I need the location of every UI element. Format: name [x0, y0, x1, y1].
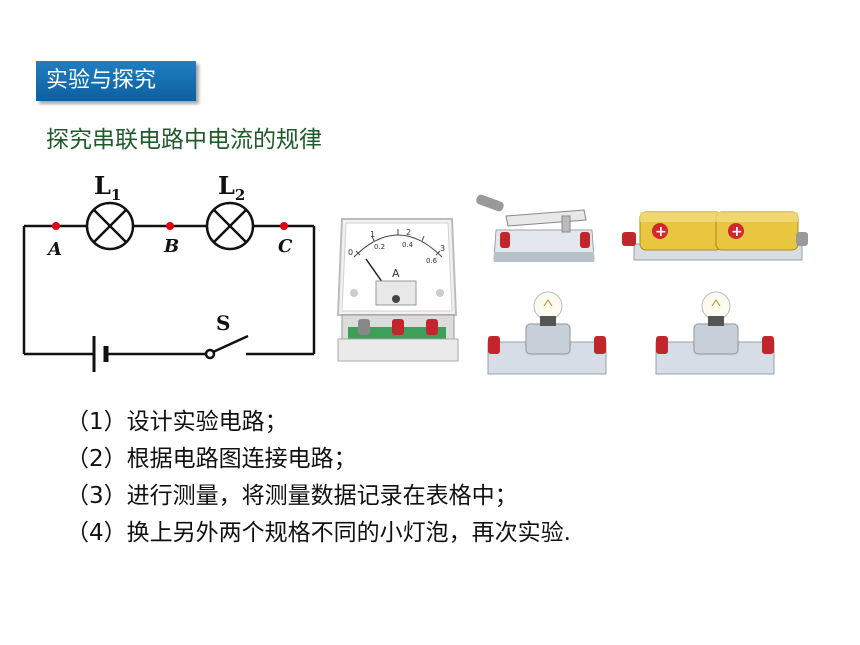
- step-item: （1）设计实验电路；: [66, 409, 288, 435]
- svg-text:+: +: [655, 224, 667, 240]
- svg-text:0.6: 0.6: [426, 257, 438, 265]
- step-item: （2）根据电路图连接电路；: [66, 446, 357, 472]
- svg-text:0.4: 0.4: [402, 241, 414, 249]
- point-b-dot: [166, 222, 174, 230]
- point-a-dot: [52, 222, 60, 230]
- svg-text:1: 1: [370, 230, 375, 239]
- step-item: （4）换上另外两个规格不同的小灯泡，再次实验.: [66, 520, 571, 546]
- battery-holder-image: + +: [622, 211, 808, 261]
- point-a-label: A: [46, 239, 62, 260]
- experiment-title: 探究串联电路中电流的规律: [46, 127, 322, 153]
- lamp-l1-label: L1: [94, 171, 121, 204]
- switch-label: S: [216, 311, 230, 335]
- knife-switch-image: [476, 194, 595, 262]
- svg-text:0.2: 0.2: [374, 243, 385, 251]
- lamp-l2-symbol: [205, 201, 255, 251]
- svg-text:+: +: [731, 224, 743, 240]
- circuit-diagram: L1 L2 A B C S: [22, 171, 316, 372]
- switch-symbol: [204, 334, 249, 360]
- lamp-l2-label: L2: [218, 171, 245, 204]
- point-c-dot: [280, 222, 288, 230]
- point-c-label: C: [278, 236, 293, 257]
- battery-symbol: [92, 336, 109, 372]
- steps-list: （1）设计实验电路； （2）根据电路图连接电路； （3）进行测量，将测量数据记录…: [66, 404, 571, 552]
- svg-text:A: A: [392, 267, 400, 280]
- bulb-holder-image-1: [487, 291, 607, 375]
- section-badge: 实验与探究: [36, 61, 196, 101]
- lamp-l1-symbol: [85, 201, 135, 251]
- bulb-holder-image-2: [655, 291, 775, 375]
- svg-text:2: 2: [406, 228, 411, 237]
- step-item: （3）进行测量，将测量数据记录在表格中；: [66, 483, 518, 509]
- point-b-label: B: [163, 236, 179, 257]
- svg-text:3: 3: [440, 244, 445, 253]
- ammeter-image: 0 1 2 3 0.2 0.4 0.6 A: [336, 218, 459, 362]
- svg-text:0: 0: [348, 248, 353, 257]
